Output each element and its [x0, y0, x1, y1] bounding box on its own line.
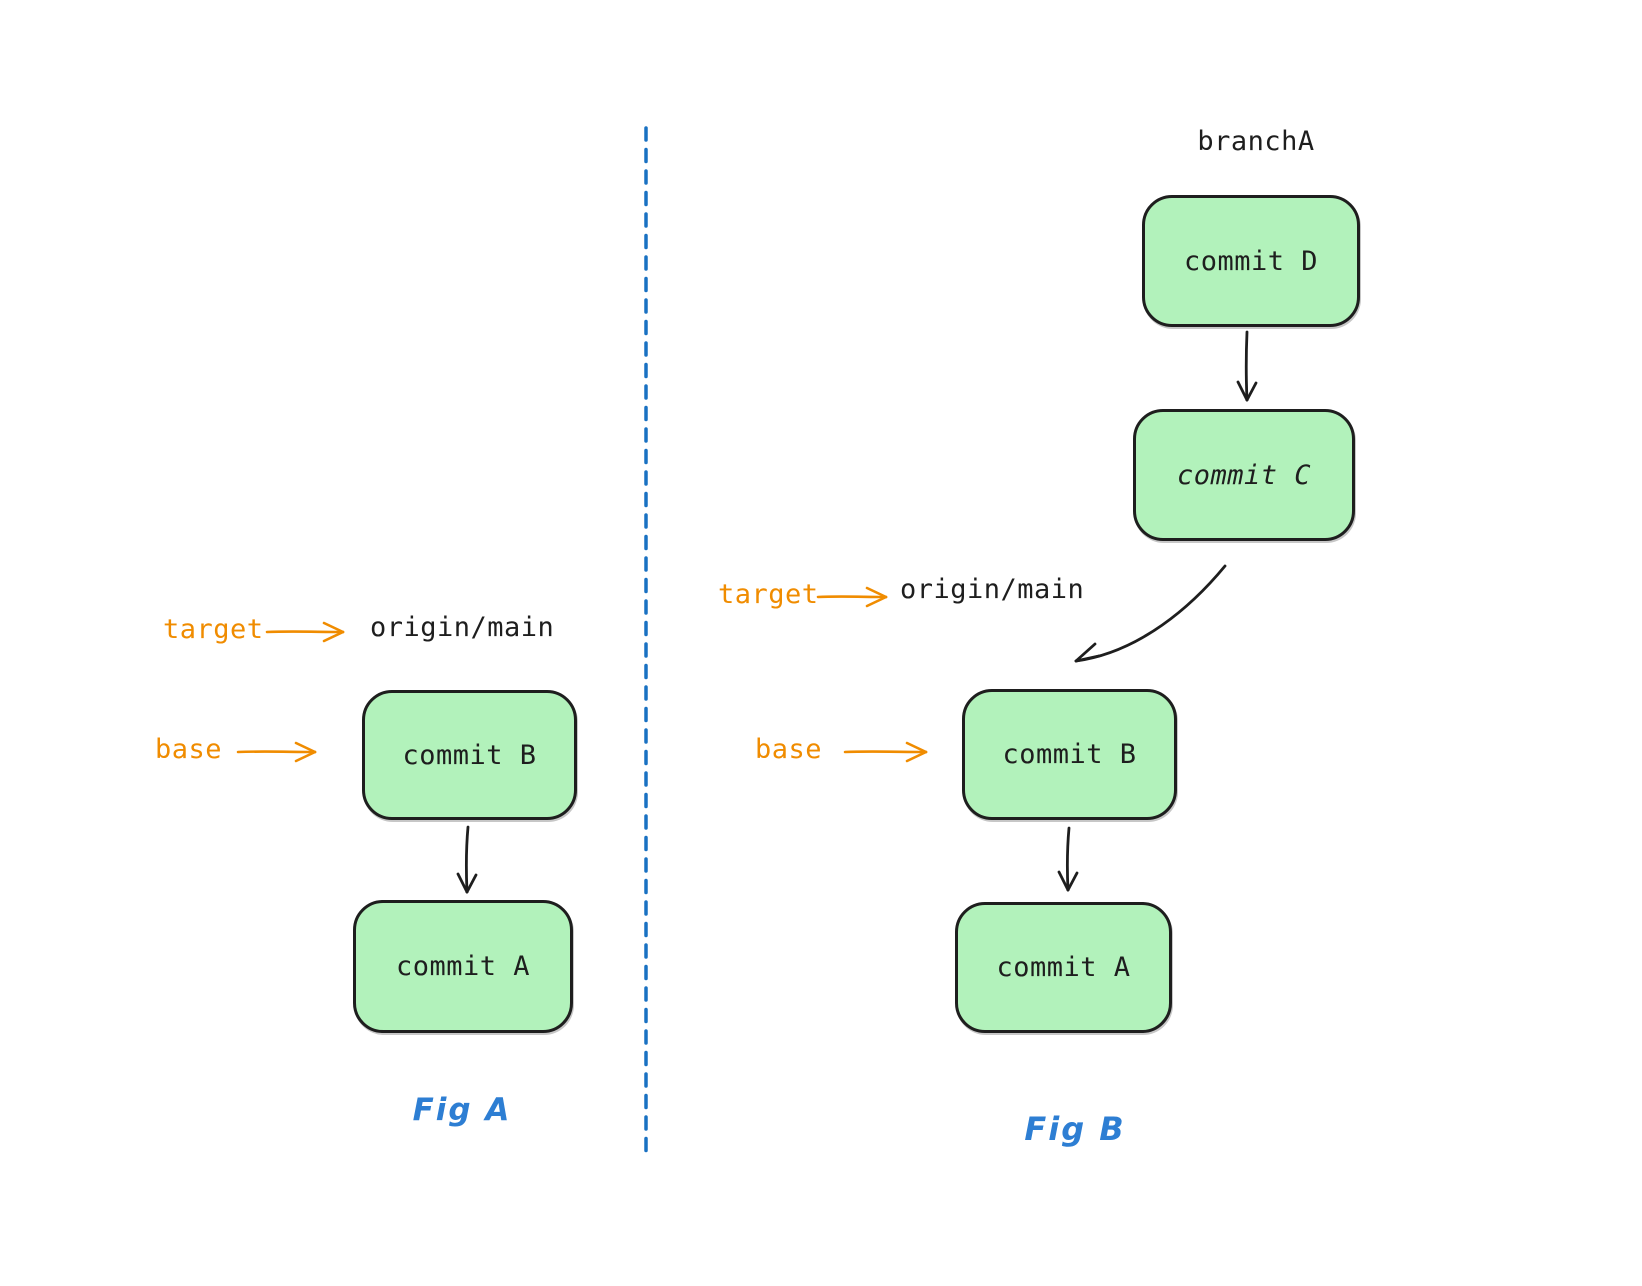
fig-b-arrow-d-to-c: [1236, 330, 1258, 402]
fig-a-arrow-b-to-a: [456, 825, 478, 894]
fig-a-commit-b-label: commit B: [402, 739, 537, 771]
fig-b-commit-b-label: commit B: [1002, 739, 1137, 770]
fig-b-caption: Fig B: [1024, 1110, 1126, 1148]
fig-b-commit-a-node: commit A: [955, 902, 1172, 1033]
fig-a-target-label: target: [163, 614, 264, 645]
fig-a-commit-a-label: commit A: [395, 951, 531, 982]
fig-a-commit-a-node: commit A: [353, 900, 573, 1033]
fig-b-commit-c-label: commit C: [1176, 459, 1312, 491]
fig-b-commit-d-node: commit D: [1142, 195, 1360, 327]
fig-a-target-ref: origin/main: [370, 612, 555, 643]
fig-b-base-arrow: [843, 741, 928, 763]
fig-a-base-arrow: [236, 741, 317, 763]
fig-b-commit-a-label: commit A: [996, 952, 1131, 983]
fig-a-target-arrow: [265, 621, 345, 643]
fig-b-commit-b-node: commit B: [962, 689, 1177, 820]
fig-b-commit-d-label: commit D: [1183, 245, 1319, 277]
fig-b-branch-label: branchA: [1197, 126, 1315, 157]
fig-b-target-ref: origin/main: [900, 574, 1085, 605]
fig-b-target-arrow: [816, 586, 888, 608]
fig-a-caption: Fig A: [412, 1092, 512, 1128]
fig-b-curved-arrow-c-to-b: [1074, 564, 1227, 663]
fig-b-base-label: base: [755, 734, 823, 765]
fig-b-target-label: target: [718, 579, 819, 610]
fig-b-arrow-b-to-a: [1057, 826, 1079, 892]
fig-a-base-label: base: [155, 734, 223, 765]
fig-a-commit-b-node: commit B: [362, 690, 577, 820]
fig-b-commit-c-node: commit C: [1133, 409, 1355, 541]
